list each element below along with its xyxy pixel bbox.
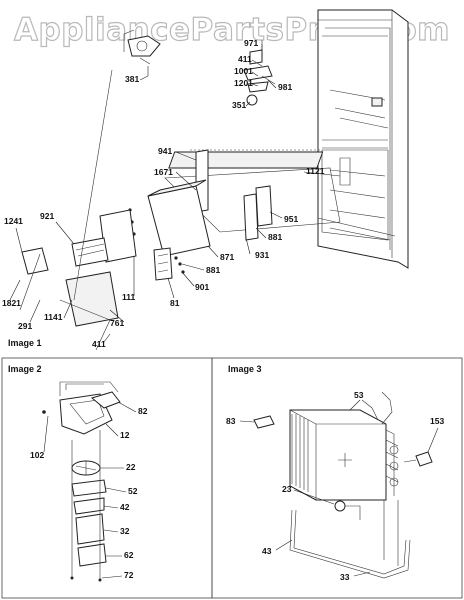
part-callout-411: 411	[238, 54, 252, 64]
part-callout-291: 291	[18, 321, 32, 331]
part-callout-971: 971	[244, 38, 258, 48]
part-callout-42: 42	[120, 502, 130, 512]
part-callout-33: 33	[340, 572, 350, 582]
image3-frame	[211, 357, 463, 599]
part-callout-43: 43	[262, 546, 272, 556]
image3-caption: Image 3	[228, 364, 262, 374]
part-callout-871: 871	[220, 252, 234, 262]
part-callout-1671: 1671	[154, 167, 173, 177]
part-callout-62: 62	[124, 550, 134, 560]
image2-drawing: 82 102 12 22 52 42 32 62 72	[30, 381, 148, 582]
part-callout-1241: 1241	[4, 216, 23, 226]
image2-caption: Image 2	[8, 364, 42, 374]
image1-drawing: 381 971 411 1001 1201 981 351 941 1671 1…	[2, 9, 409, 351]
part-callout-1201: 1201	[234, 78, 253, 88]
part-callout-941: 941	[158, 146, 172, 156]
part-callout-32: 32	[120, 526, 130, 536]
part-callout-881: 881	[206, 265, 220, 275]
part-callout-381: 381	[125, 74, 139, 84]
part-callout-23: 23	[282, 484, 292, 494]
image3-drawing: 53 83 153 23 43 33	[226, 390, 444, 582]
cover-panel	[65, 271, 119, 327]
part-callout-951: 951	[284, 214, 298, 224]
part-callout-1821: 1821	[2, 298, 21, 308]
part-callout-83: 83	[226, 416, 236, 426]
part-callout-1001: 1001	[234, 66, 253, 76]
part-callout-53: 53	[354, 390, 364, 400]
part-callout-901: 901	[195, 282, 209, 292]
evaporator	[289, 409, 387, 501]
part-callout-52: 52	[128, 486, 138, 496]
part-callout-22: 22	[126, 462, 136, 472]
part-callout-81: 81	[170, 298, 180, 308]
part-callout-351: 351	[232, 100, 246, 110]
part-callout-1141: 1141	[44, 312, 63, 322]
part-callout-921: 921	[40, 211, 54, 221]
part-callout-82: 82	[138, 406, 148, 416]
part-callout-411: 411	[92, 339, 106, 349]
part-callout-111: 111	[122, 292, 136, 302]
part-callout-761: 761	[110, 318, 124, 328]
part-callout-1121: 1121	[306, 166, 325, 176]
part-callout-72: 72	[124, 570, 134, 580]
part-callout-981: 981	[278, 82, 292, 92]
cabinet-outline	[317, 9, 409, 269]
image1-caption: Image 1	[8, 338, 42, 348]
top-damper	[127, 35, 161, 57]
part-callout-102: 102	[30, 450, 44, 460]
part-callout-881: 881	[268, 232, 282, 242]
part-callout-931: 931	[255, 250, 269, 260]
part-callout-12: 12	[120, 430, 130, 440]
part-callout-153: 153	[430, 416, 444, 426]
